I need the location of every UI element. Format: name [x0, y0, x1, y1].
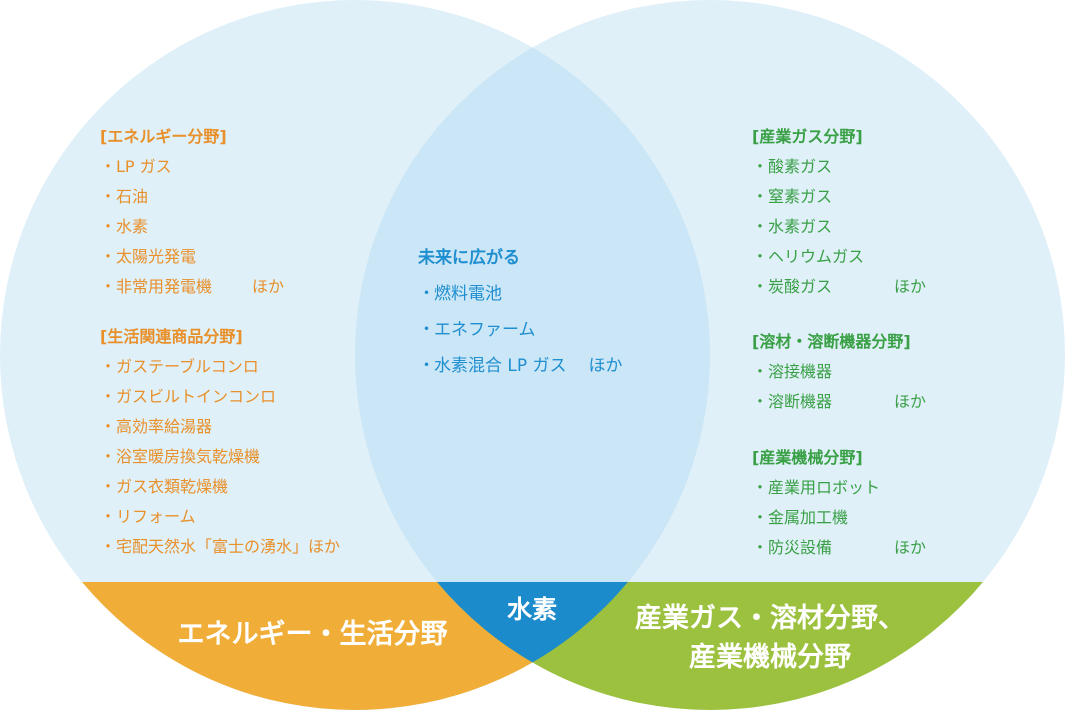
center-section: 未来に広がる ・燃料電池 ・エネファーム ・水素混合 LP ガスほか: [418, 247, 623, 391]
life-section: [生活関連商品分野] ・ガステーブルコンロ ・ガスビルトインコンロ ・高効率給湯…: [100, 327, 340, 567]
list-item: ・高効率給湯器: [100, 417, 213, 436]
list-item: ・ガスビルトインコンロ: [100, 387, 277, 406]
list-item: ・太陽光発電: [100, 247, 197, 266]
list-item: ・水素混合 LP ガスほか: [418, 356, 623, 376]
center-heading: 未来に広がる: [418, 248, 520, 268]
list-item: ・溶接機器: [752, 362, 833, 381]
hoka-label: ほか: [894, 538, 927, 557]
list-item: ・エネファーム: [418, 320, 536, 340]
hoka-label: ほか: [588, 356, 623, 376]
hoka-label: ほか: [894, 277, 927, 296]
welding-section: [溶材・溶断機器分野] ・溶接機器 ・溶断機器ほか: [752, 332, 926, 422]
list-item: ・燃料電池: [418, 284, 502, 304]
list-item: ・リフォーム: [100, 507, 196, 526]
gas-heading: [産業ガス分野]: [752, 127, 863, 146]
overlap-region: [355, 0, 710, 710]
left-band-label: エネルギー・生活分野: [177, 619, 448, 650]
life-heading: [生活関連商品分野]: [100, 327, 243, 346]
machinery-section: [産業機械分野] ・産業用ロボット ・金属加工機 ・防災設備ほか: [752, 448, 926, 568]
center-band-label: 水素: [506, 595, 557, 624]
list-item: ・ガス衣類乾燥機: [100, 477, 229, 496]
list-item: ・産業用ロボット: [752, 478, 881, 497]
list-item: ・酸素ガス: [752, 157, 833, 176]
list-item: ・非常用発電機ほか: [100, 277, 285, 296]
list-item: ・LP ガス: [100, 157, 172, 176]
list-item: ・金属加工機: [752, 508, 849, 527]
right-band-label-line2: 産業機械分野: [689, 642, 851, 673]
list-item: ・防災設備ほか: [752, 538, 927, 557]
list-item: ・石油: [100, 187, 149, 206]
list-item: ・窒素ガス: [752, 187, 833, 206]
list-item: ・ガステーブルコンロ: [100, 357, 259, 376]
gas-section: [産業ガス分野] ・酸素ガス ・窒素ガス ・水素ガス ・ヘリウムガス ・炭酸ガス…: [752, 127, 926, 307]
list-item: ・溶断機器ほか: [752, 392, 927, 411]
list-item: ・浴室暖房換気乾燥機: [100, 447, 261, 466]
hoka-label: ほか: [252, 277, 285, 296]
hoka-label: ほか: [894, 392, 927, 411]
energy-section: [エネルギー分野] ・LP ガス ・石油 ・水素 ・太陽光発電 ・非常用発電機ほ…: [100, 127, 284, 307]
list-item: ・水素ガス: [752, 217, 833, 236]
energy-heading: [エネルギー分野]: [100, 127, 227, 146]
list-item: ・ヘリウムガス: [752, 247, 865, 266]
list-item: ・炭酸ガスほか: [752, 277, 927, 296]
list-item: ・水素: [100, 217, 149, 236]
list-item: ・宅配天然水「富士の湧水」ほか: [100, 537, 341, 556]
machinery-heading: [産業機械分野]: [752, 448, 863, 467]
welding-heading: [溶材・溶断機器分野]: [752, 332, 911, 351]
right-band-label-line1: 産業ガス・溶材分野、: [635, 603, 905, 634]
